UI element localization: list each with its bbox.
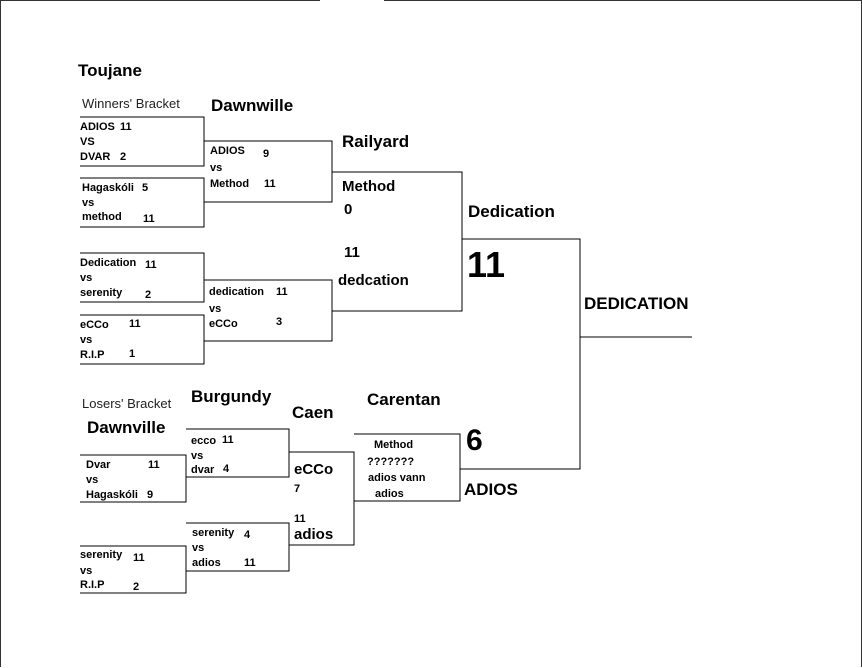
match-score2: 4 — [223, 463, 230, 475]
map-dawnville-losers: Dawnville — [87, 418, 166, 437]
match-team2: adios — [192, 557, 221, 569]
losers-final-line1: Method — [374, 439, 414, 451]
match-team1: Method — [342, 178, 396, 195]
match-team2: eCCo — [209, 318, 238, 330]
match-team1: eCCo — [294, 461, 334, 478]
losers-winner-name: ADIOS — [464, 480, 518, 499]
match-team1: serenity — [80, 549, 123, 561]
match-score1: 11 — [145, 259, 157, 271]
losers-final-line3: adios vann — [368, 472, 426, 484]
match-score2: 11 — [244, 557, 256, 569]
match-vs: vs — [210, 162, 223, 174]
match-team1: Hagaskóli — [82, 182, 134, 194]
match-score1: 11 — [129, 318, 141, 330]
match-team2: DVAR — [80, 151, 111, 163]
match-vs: vs — [209, 303, 222, 315]
match-team1: Dedication — [80, 257, 137, 269]
match-team1: ADIOS — [210, 145, 245, 157]
match-team1: dedication — [209, 286, 265, 298]
match-score1: 11 — [148, 459, 160, 471]
match-team2: adios — [294, 526, 334, 543]
match-team2: dedcation — [338, 272, 409, 289]
match-vs: vs — [86, 474, 99, 486]
match-vs: VS — [80, 136, 95, 148]
match-team1: eCCo — [80, 319, 109, 331]
match-score2: 1 — [129, 348, 136, 360]
match-team1: serenity — [192, 527, 235, 539]
winners-bracket-label: Winners' Bracket — [82, 96, 180, 111]
match-team1: Dvar — [86, 459, 111, 471]
match-score1: 5 — [142, 182, 149, 194]
map-burgundy: Burgundy — [191, 387, 272, 406]
match-score1: 9 — [263, 148, 270, 160]
map-carentan: Carentan — [367, 390, 441, 409]
match-score2: 3 — [276, 316, 283, 328]
match-vs: vs — [80, 272, 93, 284]
match-score2: 11 — [264, 178, 276, 190]
match-score1: 7 — [294, 483, 301, 495]
match-team2: R.I.P — [80, 349, 105, 361]
map-toujane: Toujane — [78, 61, 142, 80]
match-score1: 11 — [120, 121, 132, 133]
map-dawnwille: Dawnwille — [211, 96, 294, 115]
match-team1: ADIOS — [80, 121, 115, 133]
match-score2: 2 — [133, 581, 140, 593]
match-score1: 11 — [276, 286, 288, 298]
map-dedication: Dedication — [468, 202, 555, 221]
match-team1: ecco — [191, 435, 217, 447]
losers-final-line4: adios — [375, 488, 404, 500]
losers-final-score: 6 — [466, 424, 483, 457]
match-team2: Method — [210, 178, 250, 190]
losers-final-line2: ??????? — [367, 456, 415, 468]
match-score2: 9 — [147, 489, 154, 501]
champion-name: DEDICATION — [584, 294, 689, 313]
map-railyard: Railyard — [342, 132, 410, 151]
map-caen: Caen — [292, 403, 334, 422]
match-team2: Hagaskóli — [86, 489, 138, 501]
match-score2: 11 — [344, 244, 360, 261]
match-vs: vs — [80, 334, 93, 346]
final-score: 11 — [467, 244, 506, 285]
match-vs: vs — [192, 542, 205, 554]
match-score1: 11 — [133, 552, 145, 564]
match-vs: vs — [80, 565, 93, 577]
match-score2: 2 — [120, 151, 127, 163]
match-team2: serenity — [80, 287, 123, 299]
match-score1: 11 — [222, 434, 234, 446]
match-score2: 11 — [143, 213, 155, 225]
match-vs: vs — [191, 450, 204, 462]
match-score1: 0 — [344, 201, 353, 218]
match-score1: 4 — [244, 529, 251, 541]
match-score2: 2 — [145, 289, 152, 301]
match-team2: method — [82, 211, 122, 223]
match-team2: dvar — [191, 464, 215, 476]
losers-bracket-label: Losers' Bracket — [82, 396, 172, 411]
match-team2: R.I.P — [80, 579, 105, 591]
match-vs: vs — [82, 197, 95, 209]
match-score2: 11 — [294, 513, 306, 525]
